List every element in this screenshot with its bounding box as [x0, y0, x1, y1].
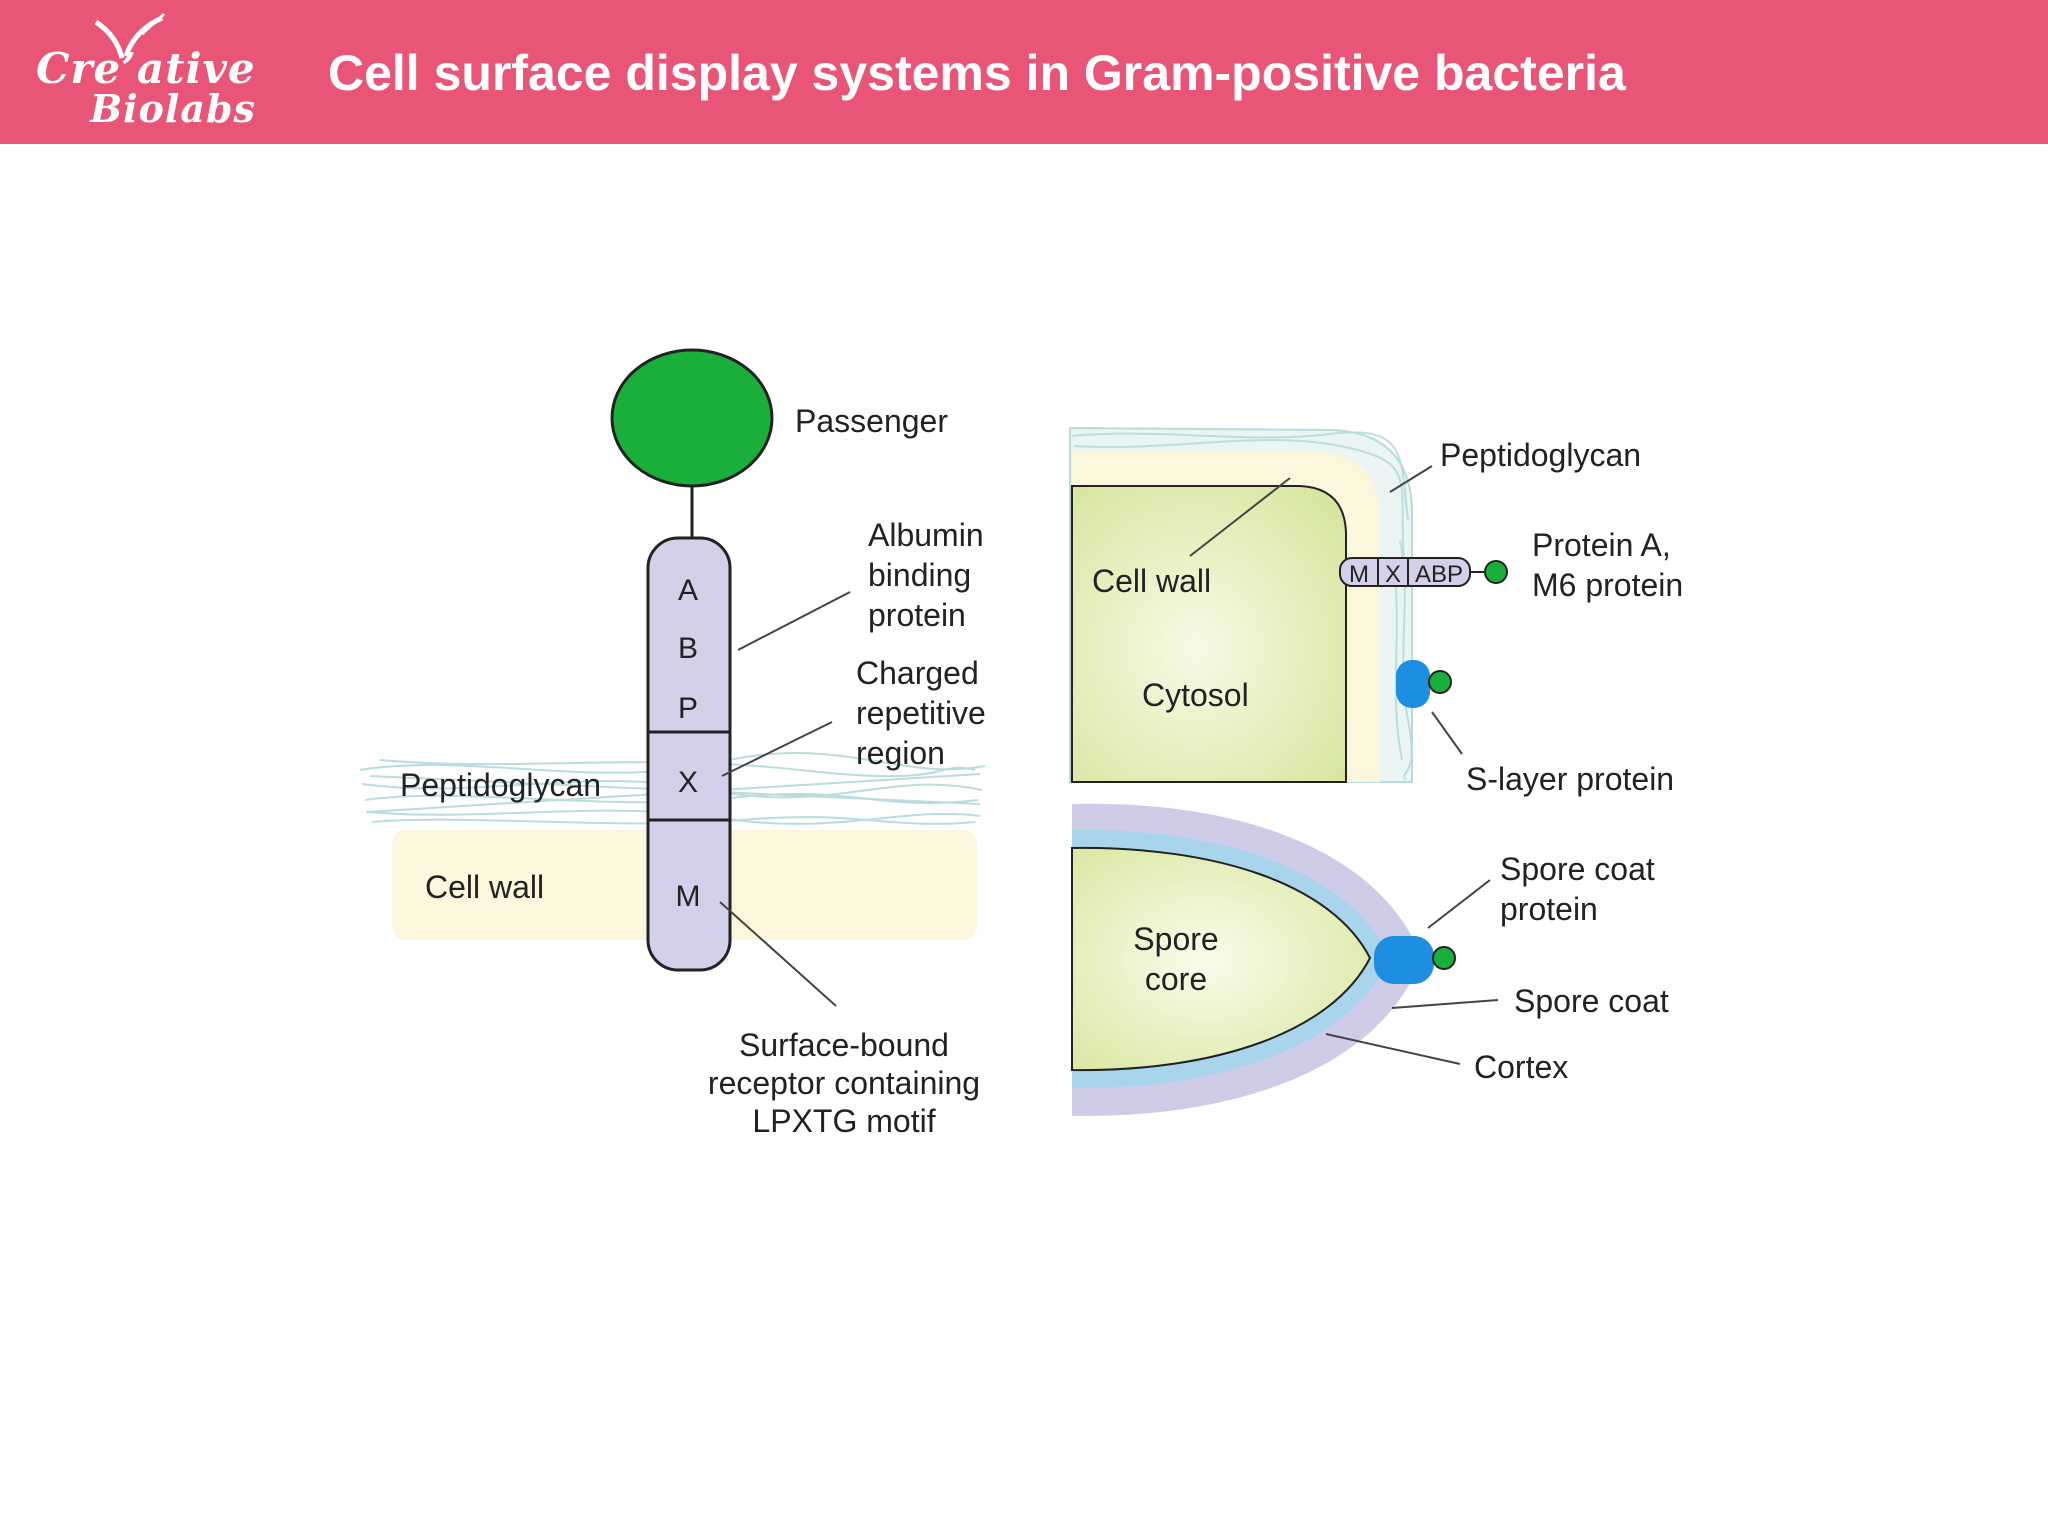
bottom-right-panel: Spore core Spore coat protein Spore coat…	[1071, 803, 1669, 1117]
svg-text:Albumin: Albumin	[868, 517, 984, 553]
spore-core-label: Spore core	[1133, 921, 1218, 997]
protein-a-label: Protein A, M6 protein	[1532, 527, 1683, 603]
passenger-label: Passenger	[795, 403, 948, 439]
spore-coat-protein	[1374, 936, 1456, 984]
svg-text:receptor containing: receptor containing	[708, 1065, 980, 1101]
segment-a: A	[678, 574, 698, 607]
spore-coat-protein-label: Spore coat protein	[1500, 851, 1655, 927]
left-panel: A B P X M Passenger Albumin binding prot…	[359, 348, 986, 1139]
spore-core	[1071, 846, 1372, 1072]
s-layer-leader	[1431, 711, 1463, 755]
receptor-leader	[719, 901, 837, 1007]
logo-text-line2: Biolabs	[90, 86, 256, 131]
albumin-leader	[737, 591, 851, 651]
cortex-label: Cortex	[1474, 1049, 1568, 1085]
spore-coat-leader	[1391, 999, 1499, 1009]
tr-peptidoglycan-label: Peptidoglycan	[1440, 437, 1641, 473]
svg-text:Charged: Charged	[856, 655, 979, 691]
svg-text:M6 protein: M6 protein	[1532, 567, 1683, 603]
fusion-segment-abp: ABP	[1415, 561, 1463, 588]
spore-coat-passenger	[1432, 946, 1456, 970]
spore-coat-label: Spore coat	[1514, 983, 1669, 1019]
svg-text:LPXTG motif: LPXTG motif	[752, 1103, 935, 1139]
fusion-protein-mxabp: M X ABP	[1339, 557, 1508, 588]
s-layer-passenger	[1428, 670, 1452, 694]
spore-coat-protein-leader	[1427, 879, 1491, 929]
left-peptidoglycan-label: Peptidoglycan	[400, 767, 601, 803]
tr-cell-wall-label: Cell wall	[1092, 563, 1211, 599]
segment-m: M	[676, 880, 701, 913]
s-layer-label: S-layer protein	[1466, 761, 1674, 797]
charged-leader	[721, 721, 833, 777]
svg-text:protein: protein	[1500, 891, 1598, 927]
fusion-passenger	[1484, 560, 1508, 584]
segment-b: B	[678, 632, 698, 665]
svg-text:region: region	[856, 735, 945, 771]
segment-p: P	[678, 692, 698, 725]
receptor-bar	[646, 536, 732, 972]
header-bar: Cre’ative Biolabs Cell surface display s…	[0, 0, 2048, 144]
passenger-domain	[610, 348, 774, 488]
albumin-label: Albumin binding protein	[868, 517, 984, 633]
logo-text-line1: Cre’ative	[36, 44, 256, 93]
svg-text:protein: protein	[868, 597, 966, 633]
top-right-panel: Cell wall Cytosol Peptidoglycan M X ABP …	[1069, 426, 1683, 797]
slide-title: Cell surface display systems in Gram-pos…	[328, 45, 1626, 101]
cytosol-label: Cytosol	[1142, 677, 1249, 713]
receptor-label: Surface-bound receptor containing LPXTG …	[708, 1027, 980, 1139]
svg-text:binding: binding	[868, 557, 971, 593]
charged-region-label: Charged repetitive region	[856, 655, 986, 771]
svg-text:Surface-bound: Surface-bound	[739, 1027, 949, 1063]
leaf-icon	[94, 12, 166, 59]
segment-x: X	[678, 766, 698, 799]
left-cell-wall-label: Cell wall	[425, 869, 544, 905]
cortex-leader	[1325, 1033, 1461, 1065]
s-layer-protein	[1396, 660, 1452, 708]
svg-text:Protein A,: Protein A,	[1532, 527, 1671, 563]
fusion-segment-x: X	[1385, 561, 1401, 588]
svg-text:Spore coat: Spore coat	[1500, 851, 1655, 887]
svg-text:repetitive: repetitive	[856, 695, 986, 731]
cell-wall-leader	[1189, 477, 1291, 557]
cytosol-region	[1071, 485, 1347, 783]
creative-biolabs-logo: Cre’ative Biolabs	[36, 12, 276, 134]
tr-peptidoglycan-leader	[1389, 465, 1433, 493]
svg-text:Spore: Spore	[1133, 921, 1218, 957]
svg-text:core: core	[1145, 961, 1207, 997]
fusion-segment-m: M	[1349, 561, 1369, 588]
